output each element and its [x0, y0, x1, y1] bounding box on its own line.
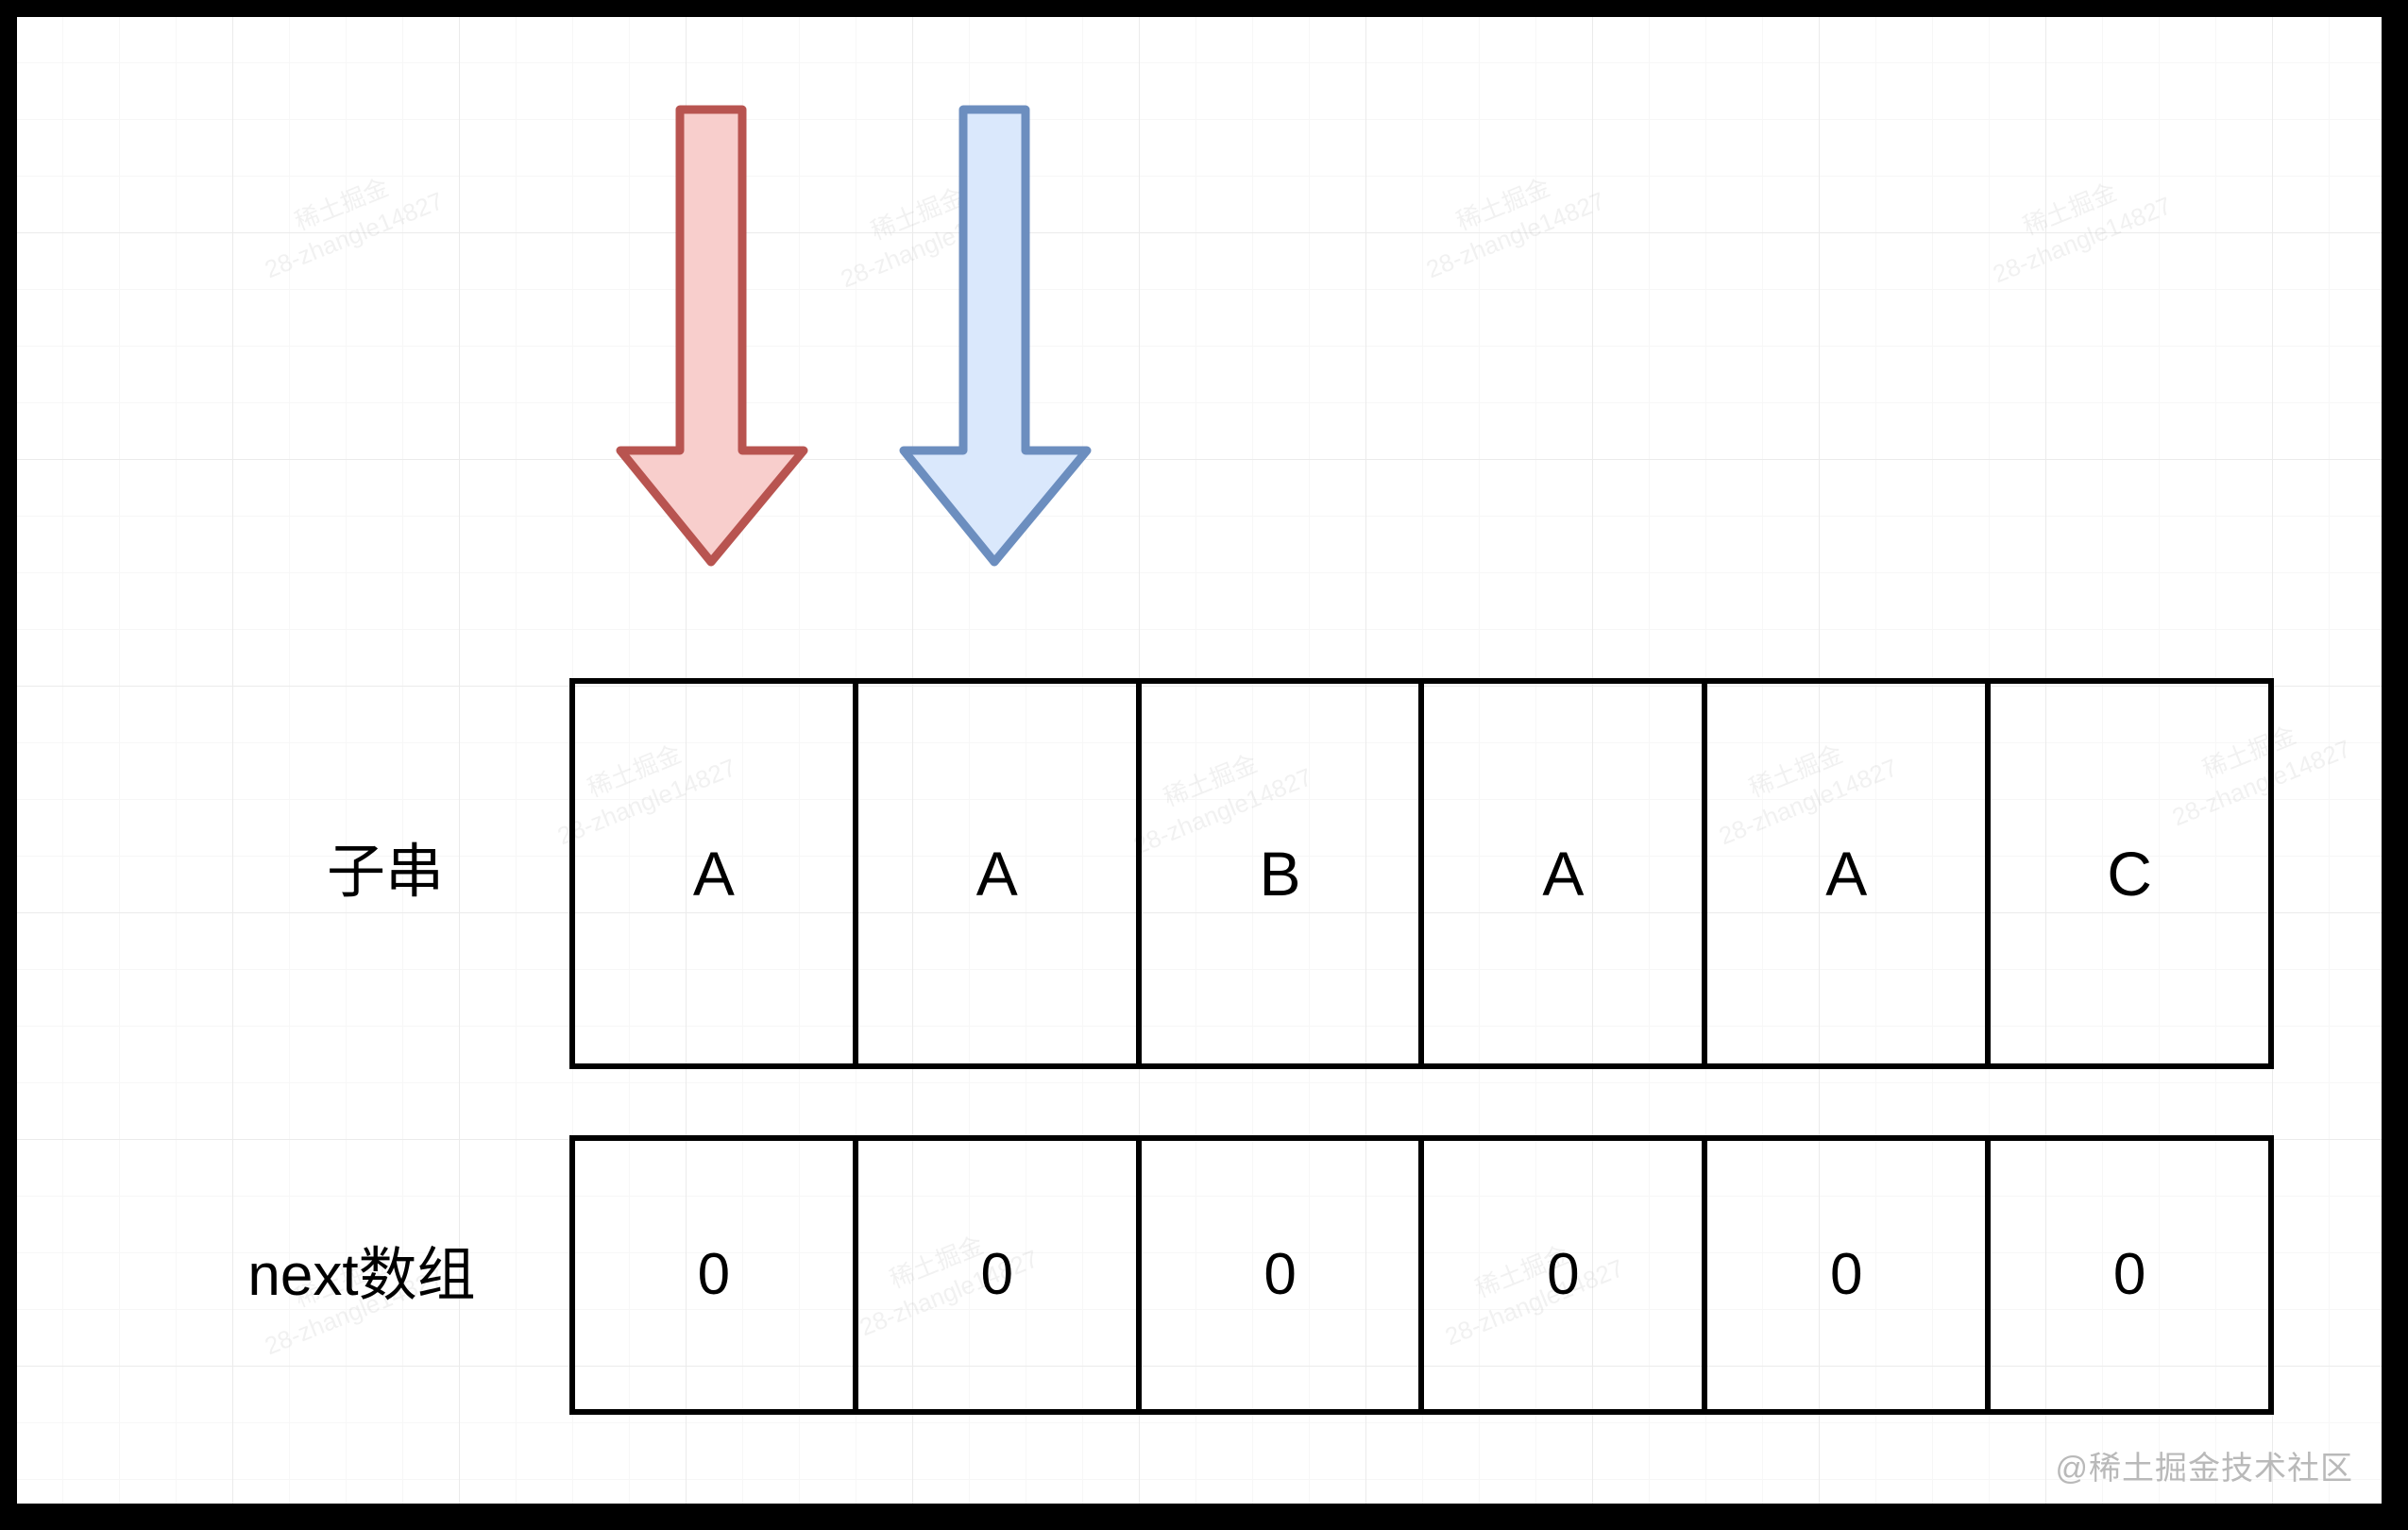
- watermark-tile-line2: 28-zhangle14827: [261, 186, 448, 284]
- watermark-tile-line2: 28-zhangle14827: [1989, 191, 2176, 289]
- substring-cell[interactable]: C: [1991, 684, 2274, 1063]
- blue-pointer-arrow-icon: [899, 105, 1092, 567]
- watermark-tile: 稀土掘金 28-zhangle14827: [1976, 159, 2177, 291]
- next-array-cell[interactable]: 0: [858, 1141, 1142, 1409]
- next-array-cell[interactable]: 0: [1424, 1141, 1708, 1409]
- watermark-tile-line2: 28-zhangle14827: [1422, 186, 1609, 284]
- substring-cell[interactable]: B: [1142, 684, 1425, 1063]
- next-array-cell[interactable]: 0: [1991, 1141, 2274, 1409]
- next-array-row-label: next数组: [247, 1243, 476, 1308]
- substring-cell[interactable]: A: [1707, 684, 1992, 1063]
- substring-row-label: 子串: [326, 840, 444, 905]
- watermark-tile-line1: 稀土掘金: [290, 172, 393, 236]
- next-array-cell[interactable]: 0: [1142, 1141, 1425, 1409]
- substring-cell-row: A A B A A C: [569, 678, 2274, 1069]
- watermark-tile-line1: 稀土掘金: [1451, 172, 1554, 236]
- next-array-cell[interactable]: 0: [1707, 1141, 1992, 1409]
- watermark-tile: 稀土掘金 28-zhangle14827: [247, 154, 449, 286]
- next-array-cell[interactable]: 0: [575, 1141, 858, 1409]
- substring-cell[interactable]: A: [1424, 684, 1708, 1063]
- substring-cell[interactable]: A: [575, 684, 858, 1063]
- watermark-tile-line1: 稀土掘金: [2018, 177, 2121, 241]
- next-array-cell-row: 0 0 0 0 0 0: [569, 1135, 2274, 1415]
- substring-cell[interactable]: A: [858, 684, 1142, 1063]
- brand-watermark: @稀土掘金技术社区: [2055, 1451, 2353, 1487]
- red-pointer-arrow-icon: [616, 105, 808, 567]
- watermark-tile: 稀土掘金 28-zhangle14827: [1409, 154, 1610, 286]
- grid-paper: 稀土掘金 28-zhangle14827 稀土掘金 28-zhangle1482…: [17, 17, 2382, 1504]
